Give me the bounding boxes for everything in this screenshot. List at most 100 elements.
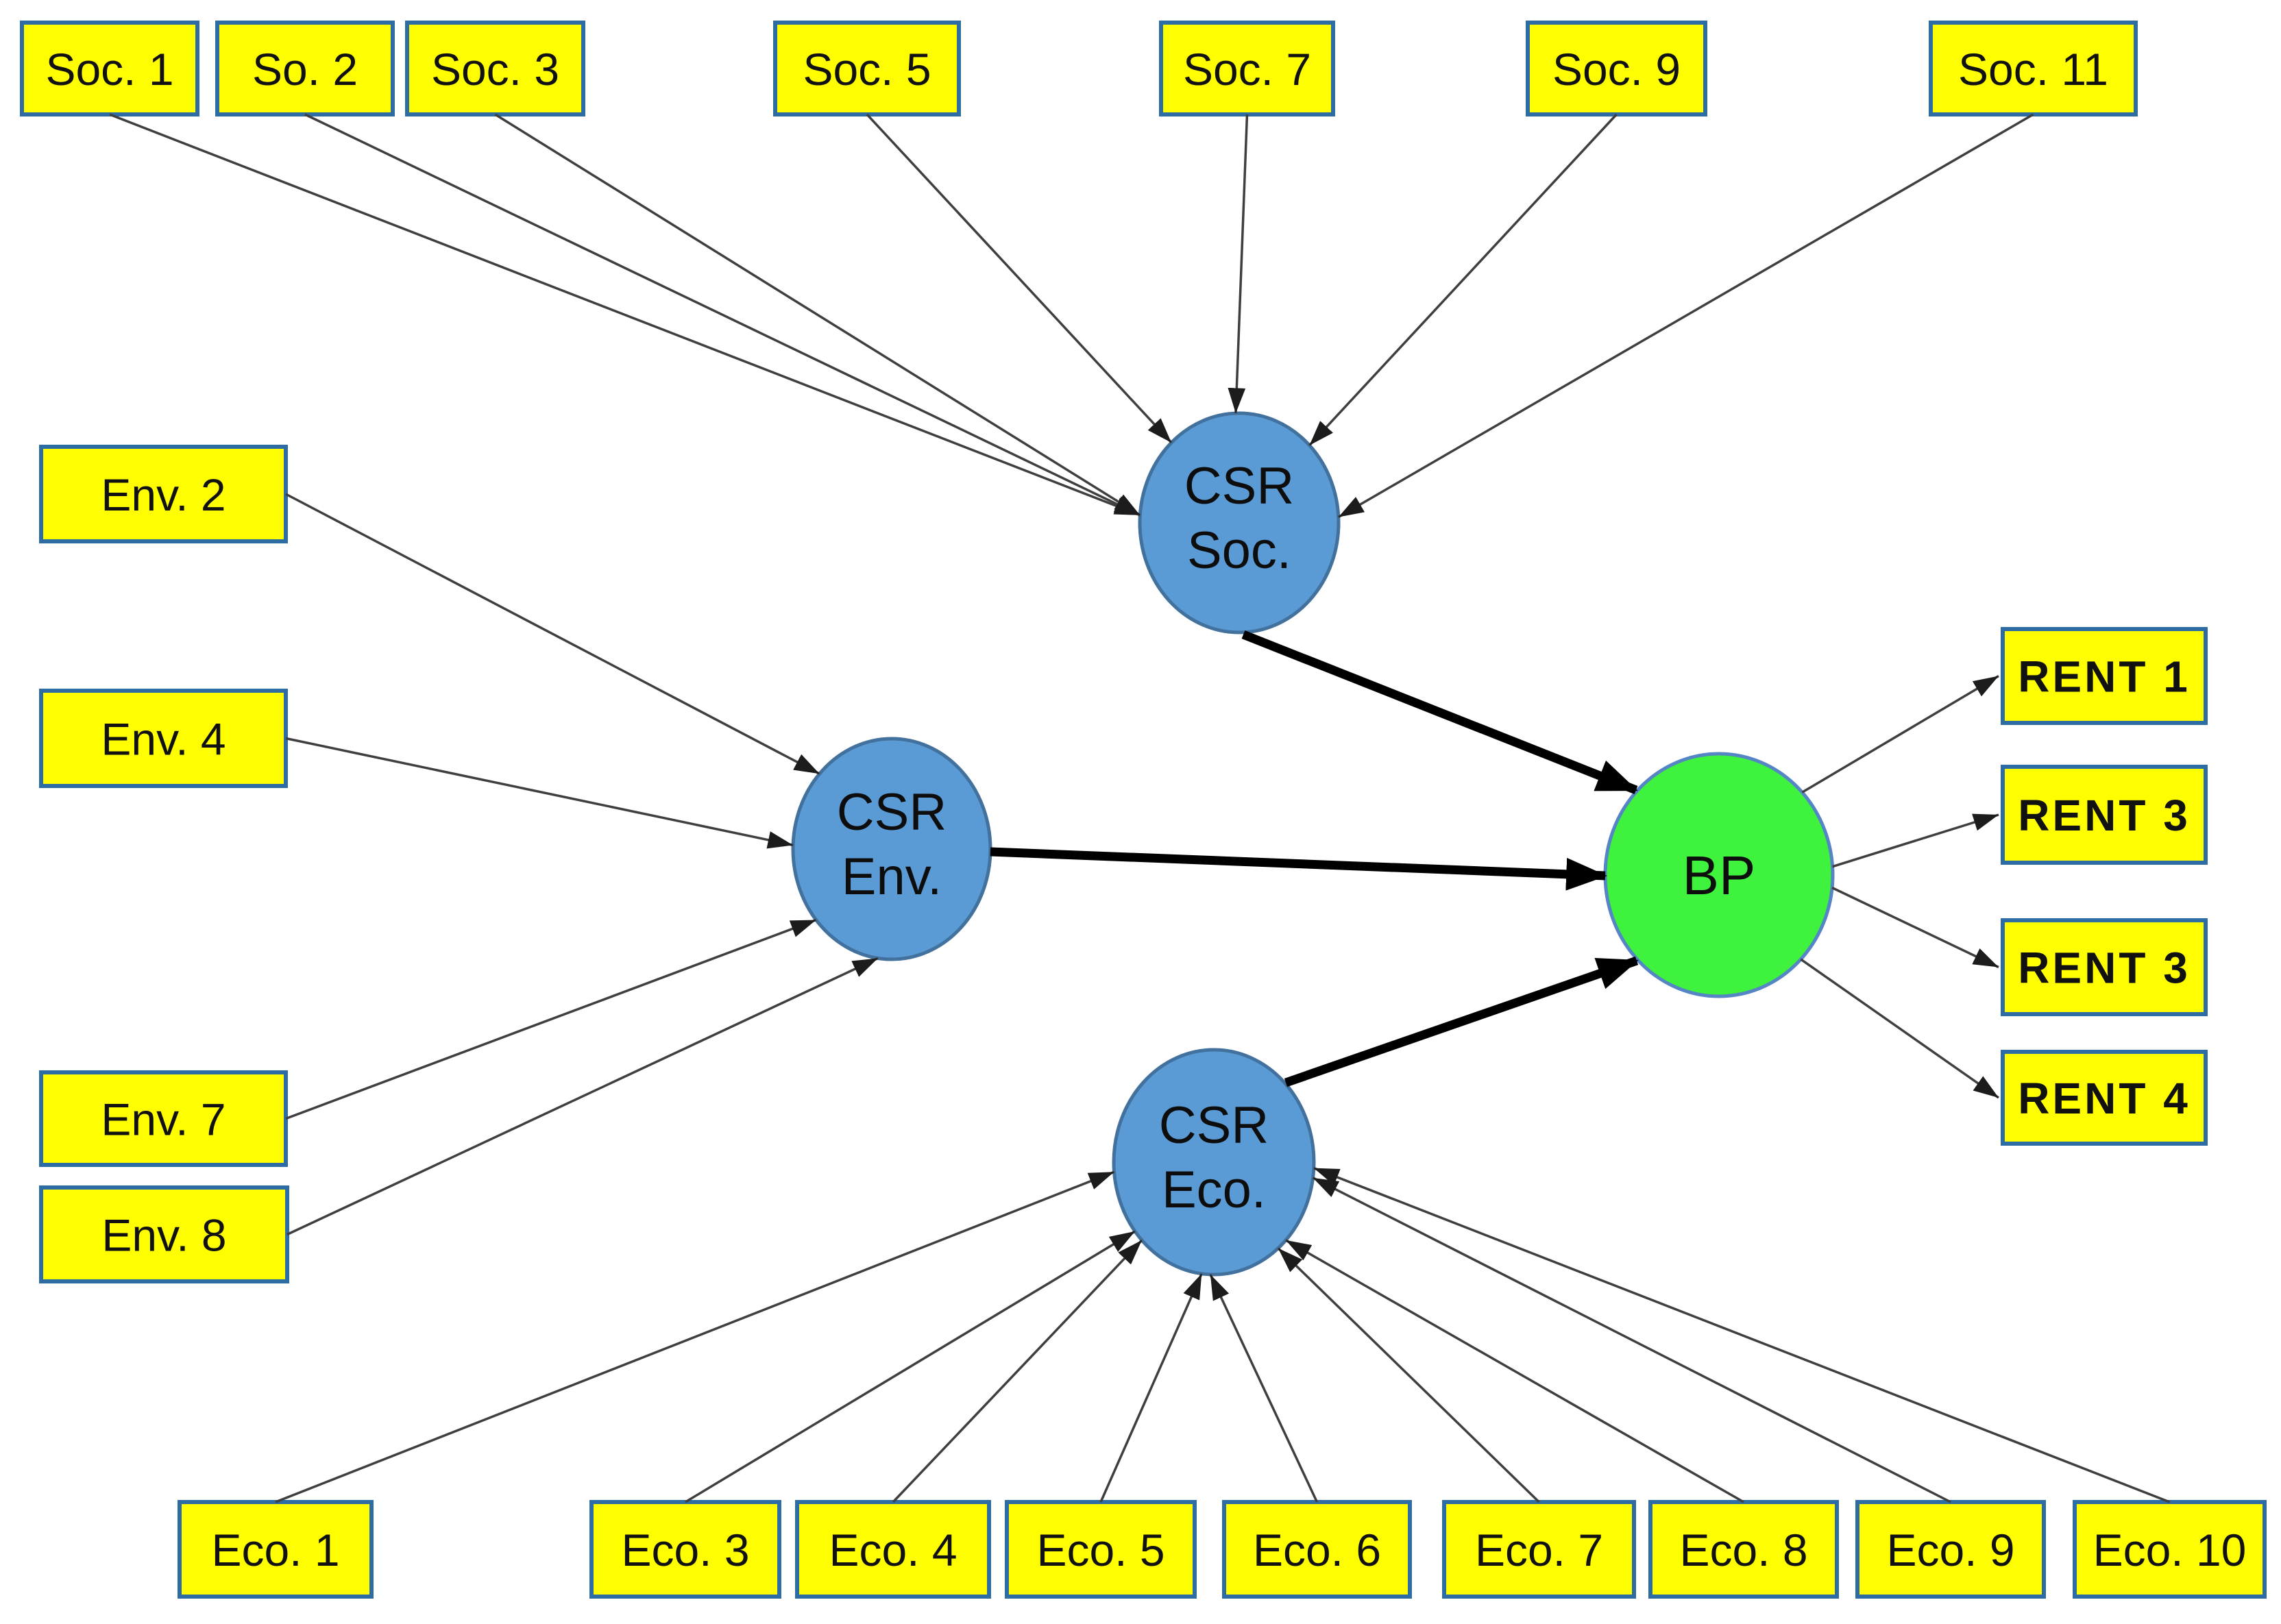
indicator-label-soc9: Soc. 9 (1552, 44, 1681, 95)
indicator-eco7: Eco. 7 (1442, 1500, 1636, 1599)
indicator-label-soc1: Soc. 1 (45, 44, 173, 95)
edge-csr_env-to-bp (990, 847, 1607, 891)
latent-label-csr_env-line1: CSR (837, 783, 947, 841)
indicator-box-soc1 (20, 21, 199, 116)
edge-bp-to-rent3a (1832, 813, 1999, 868)
latent-label-csr_env-line2: Env. (842, 848, 942, 906)
indicator-eco3: Eco. 3 (589, 1500, 781, 1599)
indicator-box-eco3 (589, 1500, 781, 1599)
indicator-label-env2: Env. 2 (101, 469, 225, 520)
edge-bp-to-rent1 (1801, 674, 1999, 793)
indicator-label-eco5: Eco. 5 (1036, 1525, 1164, 1575)
edge-bp-to-rent4 (1800, 958, 2000, 1099)
indicator-box-rent3b (2001, 918, 2208, 1016)
edge-csr_soc-to-bp (1241, 630, 1638, 795)
indicator-label-eco7: Eco. 7 (1475, 1525, 1603, 1575)
indicator-label-eco10: Eco. 10 (2093, 1525, 2247, 1575)
edge-bp-to-rent3b (1831, 886, 1999, 969)
latent-csr_eco: CSR Eco. (1112, 1048, 1316, 1277)
indicator-box-eco4 (795, 1500, 991, 1599)
edge-eco3-to-csr_eco (685, 1230, 1136, 1503)
edge-soc3-to-csr_soc (494, 113, 1141, 517)
edge-env7-to-csr_env (285, 918, 817, 1120)
edge-eco6-to-csr_eco (1209, 1274, 1319, 1503)
edge-eco1-to-csr_eco (275, 1170, 1115, 1503)
indicator-box-eco6 (1222, 1500, 1412, 1599)
latent-label-bp-line1: BP (1683, 845, 1756, 906)
latent-csr_env: CSR Env. (791, 737, 992, 961)
edge-soc5-to-csr_soc (866, 113, 1173, 444)
edge-eco8-to-csr_eco (1285, 1239, 1744, 1503)
indicator-eco4: Eco. 4 (795, 1500, 991, 1599)
indicator-box-eco7 (1442, 1500, 1636, 1599)
edge-soc11-to-csr_soc (1337, 113, 2034, 519)
indicator-label-eco3: Eco. 3 (621, 1525, 749, 1575)
indicator-box-env4 (39, 689, 288, 788)
edge-soc9-to-csr_soc (1308, 113, 1618, 447)
indicator-rent4: RENT 4 (2001, 1050, 2208, 1146)
indicator-label-soc11: Soc. 11 (1958, 44, 2108, 95)
indicator-box-eco5 (1005, 1500, 1197, 1599)
latent-bp: BP (1603, 752, 1835, 998)
indicator-label-rent3b: RENT 3 (2018, 944, 2191, 993)
edge-eco5-to-csr_eco (1099, 1273, 1203, 1503)
indicator-soc3: Soc. 3 (405, 21, 585, 116)
indicator-eco10: Eco. 10 (2073, 1500, 2267, 1599)
edge-eco10-to-csr_eco (1313, 1166, 2171, 1503)
indicator-box-rent4 (2001, 1050, 2208, 1146)
indicator-soc7: Soc. 7 (1159, 21, 1335, 116)
indicator-eco8: Eco. 8 (1648, 1500, 1839, 1599)
indicator-rent1: RENT 1 (2001, 627, 2208, 725)
edge-env2-to-csr_env (285, 493, 820, 775)
edges-layer (109, 113, 2171, 1503)
latent-label-csr_eco-line1: CSR (1159, 1096, 1269, 1155)
indicator-label-rent3a: RENT 3 (2018, 791, 2191, 840)
indicator-label-soc7: Soc. 7 (1183, 44, 1311, 95)
indicator-label-rent1: RENT 1 (2018, 652, 2191, 702)
indicator-box-eco8 (1648, 1500, 1839, 1599)
indicator-eco6: Eco. 6 (1222, 1500, 1412, 1599)
indicator-box-env7 (39, 1070, 288, 1167)
indicator-soc9: Soc. 9 (1526, 21, 1707, 116)
indicator-rent3a: RENT 3 (2001, 765, 2208, 865)
indicator-label-env8: Env. 8 (101, 1210, 226, 1261)
indicator-eco5: Eco. 5 (1005, 1500, 1197, 1599)
latent-label-csr_soc-line1: CSR (1184, 457, 1294, 515)
indicator-env4: Env. 4 (39, 689, 288, 788)
edge-env4-to-csr_env (285, 737, 794, 849)
indicator-label-eco4: Eco. 4 (829, 1525, 957, 1575)
edge-eco4-to-csr_eco (892, 1239, 1143, 1503)
indicator-box-rent1 (2001, 627, 2208, 725)
indicator-label-soc3: Soc. 3 (431, 44, 559, 95)
indicator-box-soc11 (1929, 21, 2138, 116)
indicator-label-eco9: Eco. 9 (1886, 1525, 2014, 1575)
indicator-label-soc5: Soc. 5 (803, 44, 931, 95)
indicator-box-soc5 (773, 21, 961, 116)
indicator-soc1: Soc. 1 (20, 21, 199, 116)
latent-label-csr_eco-line2: Eco. (1162, 1161, 1266, 1219)
indicator-label-eco6: Eco. 6 (1253, 1525, 1381, 1575)
indicator-label-soc2: So. 2 (252, 44, 358, 95)
edge-soc1-to-csr_soc (109, 113, 1140, 517)
indicator-soc5: Soc. 5 (773, 21, 961, 116)
indicator-soc2: So. 2 (215, 21, 395, 116)
indicator-label-env4: Env. 4 (101, 714, 225, 765)
indicator-box-soc2 (215, 21, 395, 116)
edge-soc7-to-csr_soc (1228, 114, 1249, 414)
indicator-box-eco9 (1855, 1500, 2046, 1599)
latent-ellipse-csr_env (791, 737, 992, 961)
indicator-label-eco1: Eco. 1 (211, 1525, 339, 1575)
edge-soc2-to-csr_soc (304, 113, 1141, 517)
indicator-eco9: Eco. 9 (1855, 1500, 2046, 1599)
indicator-rent3b: RENT 3 (2001, 918, 2208, 1016)
indicator-label-env7: Env. 7 (101, 1094, 225, 1145)
indicator-soc11: Soc. 11 (1929, 21, 2138, 116)
indicator-label-eco8: Eco. 8 (1679, 1525, 1807, 1575)
edge-csr_eco-to-bp (1284, 956, 1639, 1087)
indicator-box-eco1 (178, 1500, 374, 1599)
